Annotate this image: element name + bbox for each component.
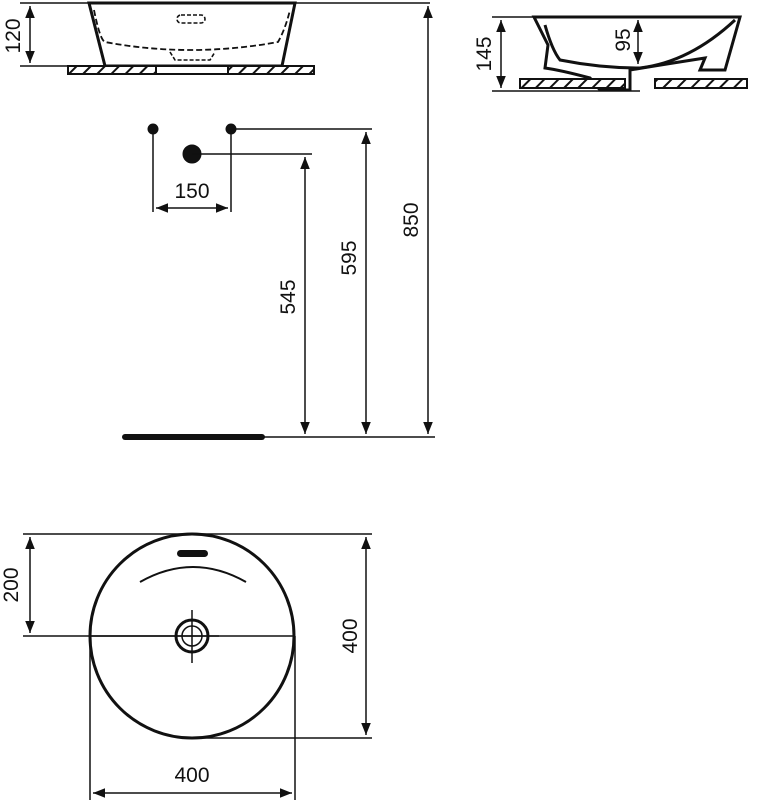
plan-view [23,532,372,800]
tap-height-label: 595 [338,240,361,275]
center-offset-label: 200 [0,567,23,602]
section-view [492,15,748,92]
rim-height-label: 850 [400,202,423,237]
tap-spacing-label: 150 [174,180,209,203]
side-height-label: 120 [2,18,25,53]
installation-view [122,5,435,440]
waste-height-label: 545 [277,279,300,314]
plan-depth-label: 400 [339,618,362,653]
section-total-height-label: 145 [473,36,496,71]
plan-width-label: 400 [174,764,209,787]
section-bowl-depth-label: 95 [612,28,635,51]
side-view [20,1,430,75]
